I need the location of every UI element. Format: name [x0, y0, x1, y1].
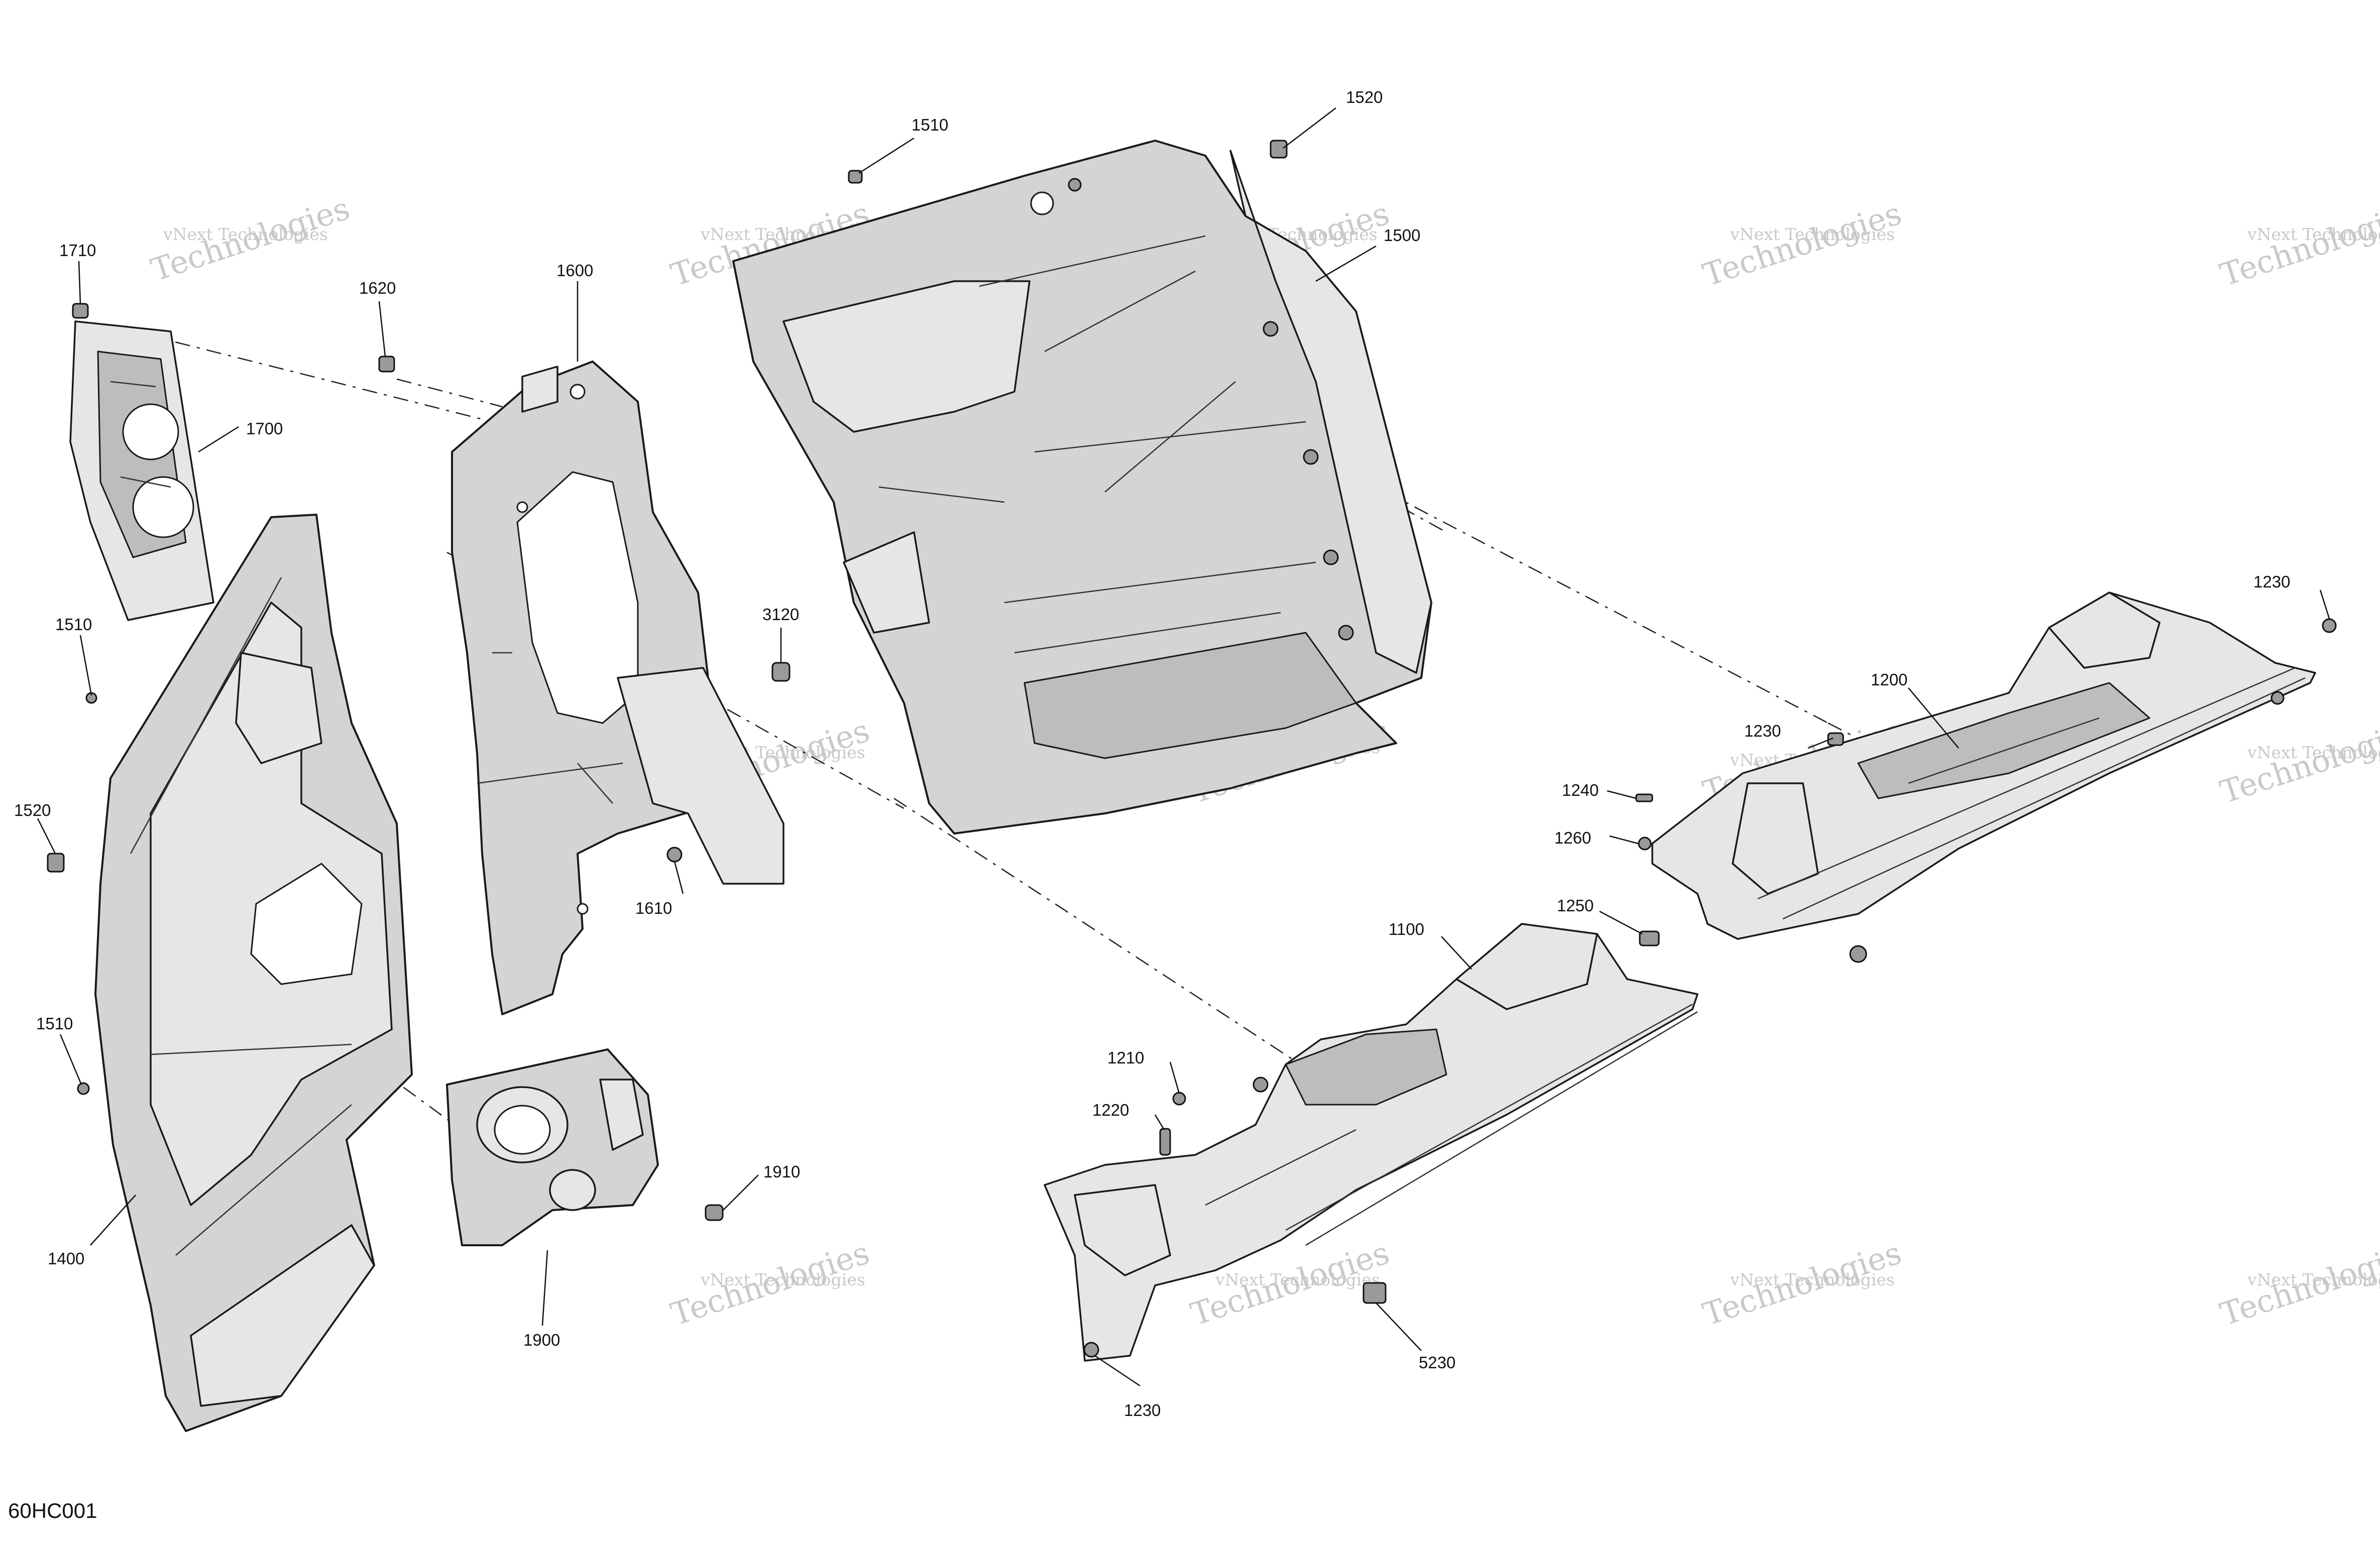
watermark-text: vNext Technologies	[2247, 743, 2380, 762]
callout-3120: 3120	[762, 605, 799, 624]
part-1700	[69, 320, 214, 621]
fastener-1620	[378, 355, 395, 373]
callout-1510: 1510	[912, 115, 948, 134]
leader-lines	[37, 107, 2330, 1387]
callout-1220: 1220	[1092, 1101, 1129, 1119]
fastener-1710	[72, 303, 89, 319]
watermark-text: vNext Technologies	[1730, 224, 1895, 244]
fastener-1220	[1159, 1128, 1171, 1156]
fastener-3120	[771, 662, 790, 682]
watermark-text: vNext Technologies	[2247, 1270, 2380, 1289]
part-1600	[451, 361, 784, 1015]
fastener-5230	[1363, 1282, 1387, 1304]
callout-1910: 1910	[763, 1162, 800, 1181]
callout-1400: 1400	[48, 1249, 84, 1268]
watermark-text: vNext Technologies	[2247, 224, 2380, 244]
callout-1520-left: 1520	[14, 801, 51, 819]
fastener-1230	[1827, 732, 1844, 746]
callout-1230-right: 1230	[2253, 572, 2290, 591]
callout-1510-left-lower: 1510	[36, 1014, 73, 1033]
fastener-1610	[666, 847, 683, 863]
watermark-text: vNext Technologies	[163, 224, 328, 244]
callout-1710: 1710	[59, 241, 96, 260]
alignment-line	[893, 797, 1316, 1076]
fastener-1260	[1638, 837, 1652, 851]
fastener-1910	[705, 1204, 724, 1221]
callout-1230-middle: 1230	[1744, 722, 1781, 740]
fastener-1240	[1635, 793, 1653, 802]
fastener-1250	[1639, 930, 1660, 946]
part-1900	[446, 1048, 659, 1246]
alignment-line	[1386, 491, 1829, 724]
part-1200	[1651, 591, 2316, 963]
part-1100	[1044, 923, 1698, 1362]
fastener-1230	[1083, 1342, 1099, 1358]
alignment-line	[396, 378, 503, 408]
diagram-code: 60HC001	[8, 1499, 97, 1522]
callout-1260: 1260	[1554, 828, 1591, 847]
watermark-text: Technologies	[2216, 1234, 2380, 1333]
callout-1900: 1900	[523, 1331, 560, 1349]
fasteners	[47, 140, 2337, 1358]
callout-1610: 1610	[635, 899, 672, 917]
callout-1500: 1500	[1384, 226, 1420, 245]
alignment-line	[112, 325, 513, 428]
watermark-text: Technologies	[2216, 712, 2380, 810]
callout-1230-bottom: 1230	[1124, 1401, 1161, 1419]
watermark-text: vNext Technologies	[1215, 1270, 1380, 1289]
watermark-text: vNext Technologies	[1730, 1270, 1895, 1289]
fastener-1520	[47, 853, 65, 873]
callout-1520: 1520	[1346, 88, 1383, 106]
callout-1240: 1240	[1562, 781, 1599, 799]
fastener-1510	[77, 1082, 90, 1095]
callout-1700: 1700	[246, 419, 283, 438]
part-1400	[94, 514, 413, 1432]
callout-1250: 1250	[1557, 896, 1594, 915]
callout-5230: 5230	[1419, 1353, 1455, 1372]
part-1500	[732, 140, 1432, 835]
fastener-1210	[1172, 1092, 1186, 1106]
watermark-text: vNext Technologies	[700, 1270, 865, 1289]
callout-1100: 1100	[1389, 920, 1424, 938]
fastener-1230	[2322, 618, 2337, 633]
fastener-1520	[1270, 140, 1288, 159]
fastener-1510	[848, 170, 863, 184]
callout-1200: 1200	[1871, 670, 1907, 689]
callout-1210: 1210	[1107, 1048, 1144, 1067]
callout-1510-left-upper: 1510	[55, 615, 92, 634]
callout-labels: 1710 1620 1510 1520 1600 1500 1700 1510 …	[14, 88, 2290, 1419]
watermark-text: Technologies	[1698, 195, 1906, 293]
callout-1620: 1620	[359, 279, 396, 297]
watermark-text: Technologies	[2216, 195, 2380, 293]
callout-1600: 1600	[556, 261, 593, 280]
